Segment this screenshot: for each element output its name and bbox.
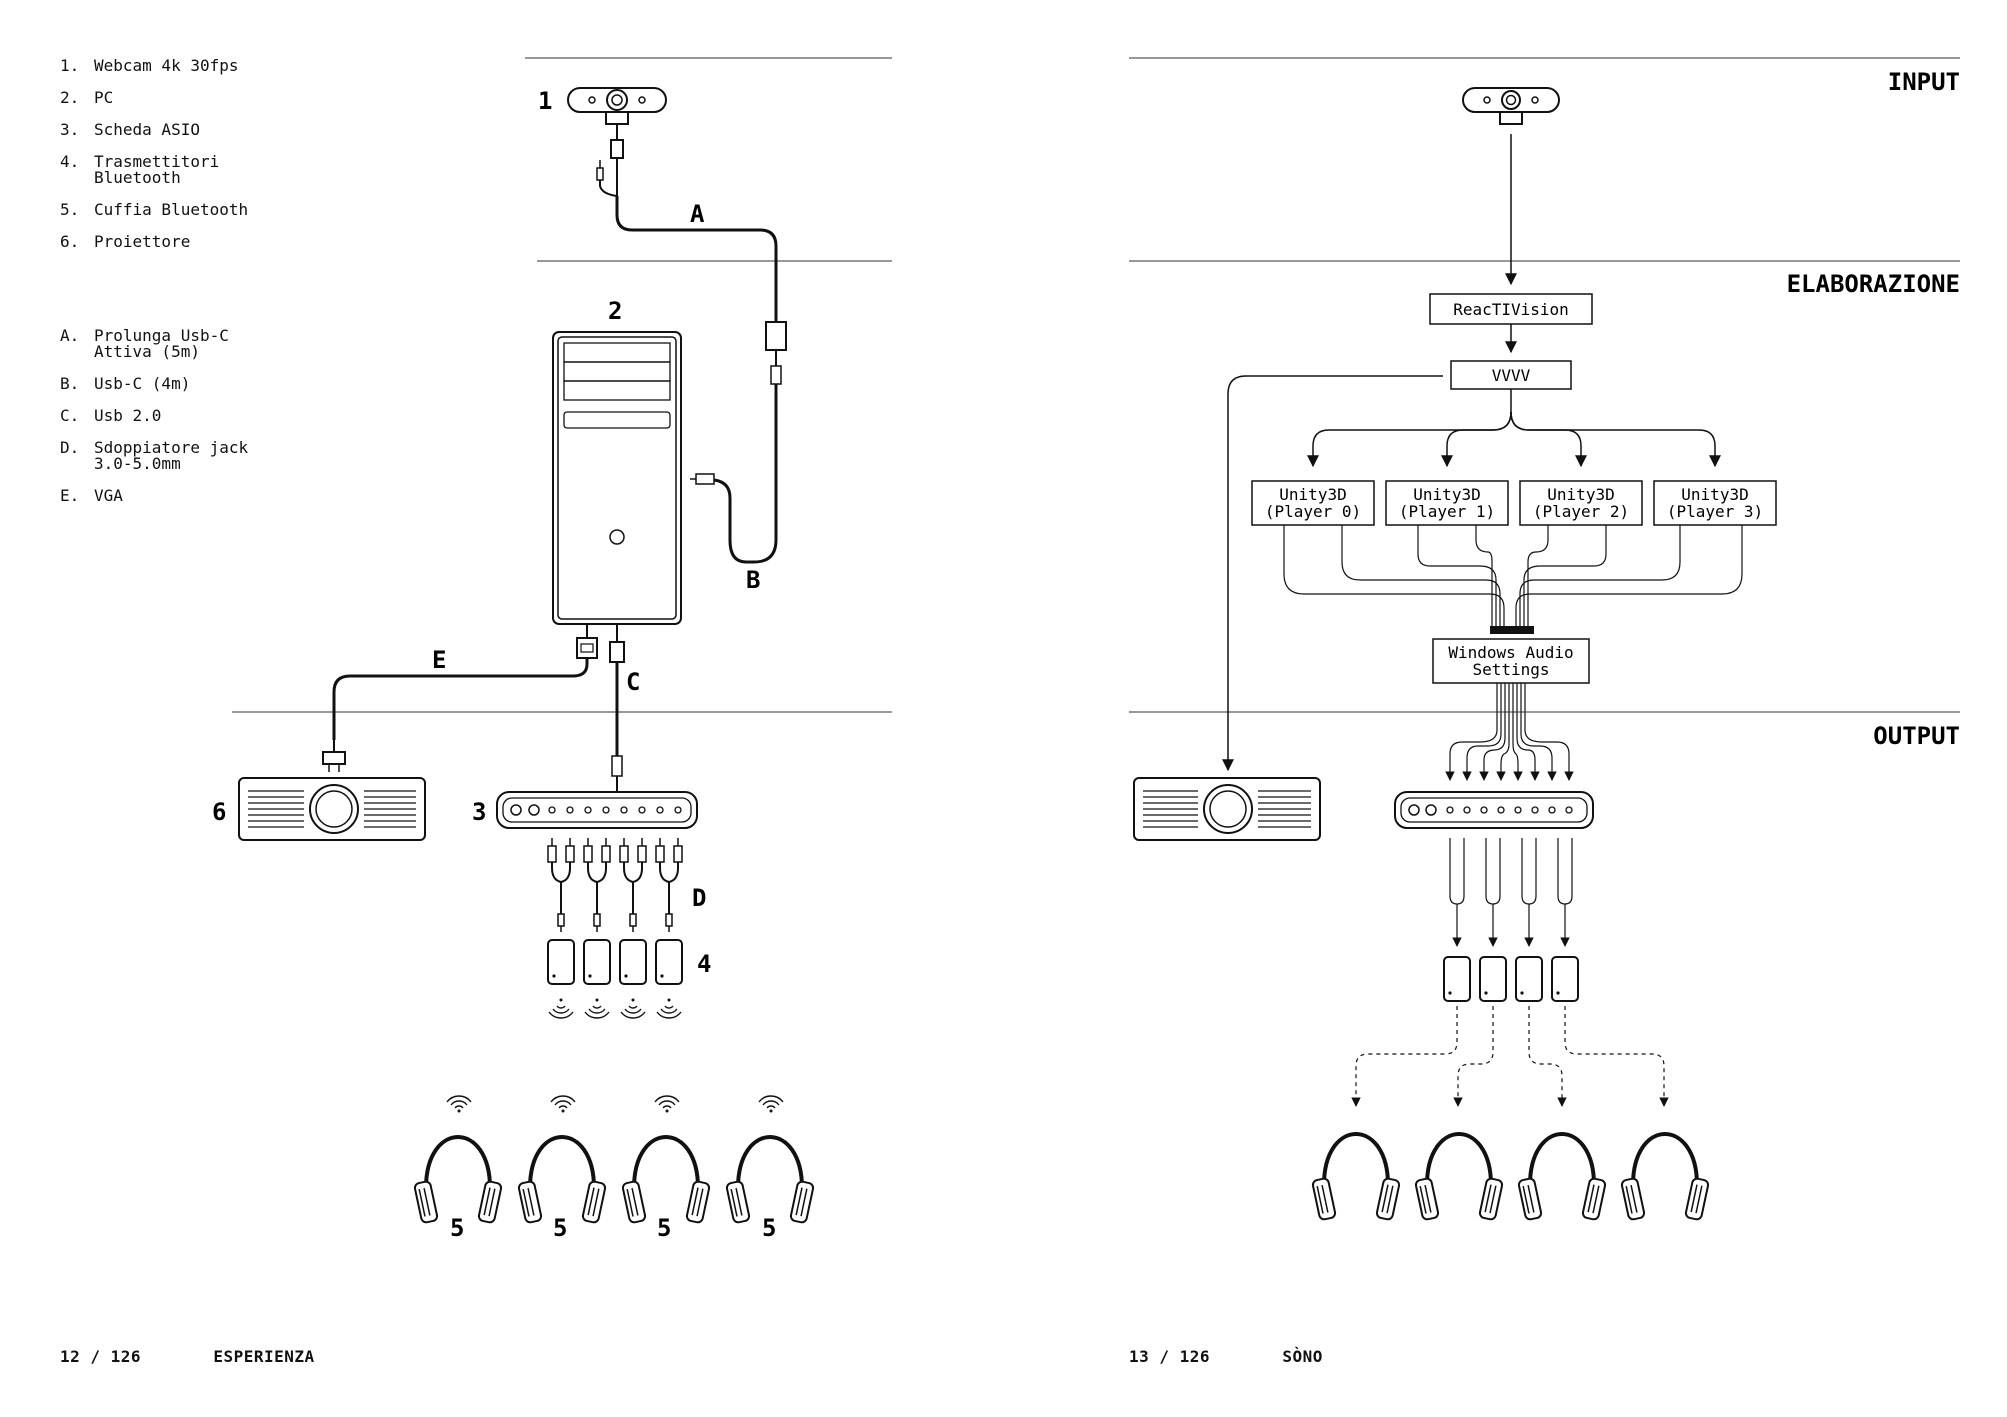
- unity-player-0: Unity3D (Player 0): [1251, 480, 1375, 526]
- asio-card-icon-right: [1394, 791, 1594, 829]
- section-processing: ELABORAZIONE: [1787, 270, 1960, 298]
- legend-item: A. Prolunga Usb-C Attiva (5m): [60, 328, 248, 360]
- right-flow-diagram: INPUT ELABORAZIONE OUTPUT ReacTIVision: [1129, 57, 1960, 1223]
- vvvv-node: VVVV: [1450, 360, 1572, 390]
- legend-key: 1.: [60, 56, 80, 75]
- legend-text: Webcam 4k 30fps: [94, 56, 239, 75]
- label-d: D: [692, 884, 706, 912]
- legend-text: Usb 2.0: [94, 406, 162, 425]
- left-footer: 12 / 126 ESPERIENZA: [60, 1347, 315, 1366]
- legend-text: Sdoppiatore jack 3.0-5.0mm: [94, 438, 249, 473]
- legend-key: 2.: [60, 88, 80, 107]
- svg-text:Unity3D: Unity3D: [1547, 485, 1614, 504]
- unity-player-3: Unity3D (Player 3): [1653, 480, 1777, 526]
- legend-item: 3. Scheda ASIO: [60, 122, 248, 138]
- legend-key: D.: [60, 438, 80, 457]
- svg-text:(Player 2): (Player 2): [1533, 502, 1629, 521]
- section-input: INPUT: [1888, 68, 1960, 96]
- headphones-right: [1310, 1132, 1711, 1223]
- right-footer: 13 / 126 SÒNO: [1129, 1347, 1323, 1366]
- right-page-number: 13 / 126: [1129, 1347, 1211, 1366]
- svg-text:Windows Audio: Windows Audio: [1448, 643, 1573, 662]
- label-c: C: [626, 668, 640, 696]
- legend-item: D. Sdoppiatore jack 3.0-5.0mm: [60, 440, 248, 472]
- svg-text:Unity3D: Unity3D: [1681, 485, 1748, 504]
- label-3: 3: [472, 798, 486, 826]
- legend-key: 5.: [60, 200, 80, 219]
- legend-text: PC: [94, 88, 114, 107]
- projector-icon: [238, 777, 426, 841]
- label-e: E: [432, 646, 446, 674]
- label-1: 1: [538, 87, 552, 115]
- legend-item: 2. PC: [60, 90, 248, 106]
- svg-text:Unity3D: Unity3D: [1279, 485, 1346, 504]
- label-5-a: 5: [450, 1214, 464, 1242]
- legend-key: 6.: [60, 232, 80, 251]
- label-5-b: 5: [553, 1214, 567, 1242]
- legend-item: C. Usb 2.0: [60, 408, 248, 424]
- label-4: 4: [697, 950, 711, 978]
- label-2: 2: [608, 297, 622, 325]
- legend-key: B.: [60, 374, 80, 393]
- cable-legend: A. Prolunga Usb-C Attiva (5m) B. Usb-C (4m)…: [60, 328, 248, 520]
- headphones-left: [412, 1095, 816, 1226]
- label-5-d: 5: [762, 1214, 776, 1242]
- legend-item: B. Usb-C (4m): [60, 376, 248, 392]
- jack-splitters: [547, 837, 683, 932]
- reactivision-node: ReacTIVision: [1429, 293, 1593, 325]
- legend-item: 6. Proiettore: [60, 234, 248, 250]
- svg-text:Settings: Settings: [1472, 660, 1549, 679]
- legend-key: 4.: [60, 152, 80, 171]
- device-legend: 1. Webcam 4k 30fps 2. PC 3. Scheda ASIO 4. Tras…: [60, 58, 248, 266]
- legend-item: 5. Cuffia Bluetooth: [60, 202, 248, 218]
- windows-audio-settings-node: Windows Audio Settings: [1432, 638, 1590, 684]
- section-output: OUTPUT: [1873, 722, 1960, 750]
- svg-text:(Player 0): (Player 0): [1265, 502, 1361, 521]
- svg-text:ReacTIVision: ReacTIVision: [1453, 300, 1569, 319]
- legend-text: Scheda ASIO: [94, 120, 200, 139]
- pc-tower-icon: [552, 331, 682, 625]
- legend-text: Cuffia Bluetooth: [94, 200, 249, 219]
- legend-item: 4. Trasmettitori Bluetooth: [60, 154, 248, 186]
- svg-text:(Player 1): (Player 1): [1399, 502, 1495, 521]
- label-a: A: [690, 200, 705, 228]
- left-hardware-diagram: 1 2 3 4 6 5 5 5 5 A B C D E: [212, 57, 892, 1242]
- legend-text: VGA: [94, 486, 123, 505]
- legend-item: E. VGA: [60, 488, 248, 504]
- label-b: B: [746, 566, 760, 594]
- label-6: 6: [212, 798, 226, 826]
- legend-text: Proiettore: [94, 232, 191, 251]
- unity-player-2: Unity3D (Player 2): [1519, 480, 1643, 526]
- left-section-name: ESPERIENZA: [213, 1347, 315, 1366]
- legend-item: 1. Webcam 4k 30fps: [60, 58, 248, 74]
- bluetooth-transmitters-right: [1443, 956, 1579, 1002]
- legend-text: Usb-C (4m): [94, 374, 191, 393]
- right-section-name: SÒNO: [1282, 1347, 1323, 1366]
- legend-key: C.: [60, 406, 80, 425]
- svg-text:VVVV: VVVV: [1492, 366, 1531, 385]
- unity-player-1: Unity3D (Player 1): [1385, 480, 1509, 526]
- webcam-icon: [567, 87, 667, 125]
- projector-icon-right: [1133, 777, 1321, 841]
- asio-card-icon: [496, 791, 698, 829]
- label-5-c: 5: [657, 1214, 671, 1242]
- legend-text: Prolunga Usb-C Attiva (5m): [94, 326, 229, 361]
- bluetooth-transmitters: [547, 939, 683, 1019]
- webcam-icon-right: [1462, 87, 1560, 125]
- legend-text: Trasmettitori Bluetooth: [94, 152, 220, 187]
- svg-text:Unity3D: Unity3D: [1413, 485, 1480, 504]
- left-page-number: 12 / 126: [60, 1347, 142, 1366]
- legend-key: E.: [60, 486, 80, 505]
- legend-key: A.: [60, 326, 80, 345]
- svg-text:(Player 3): (Player 3): [1667, 502, 1763, 521]
- legend-key: 3.: [60, 120, 80, 139]
